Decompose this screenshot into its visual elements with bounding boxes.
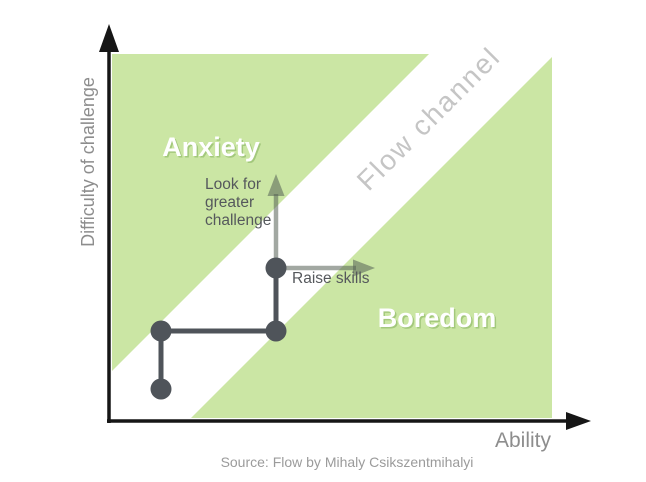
source-credit: Source: Flow by Mihaly Csikszentmihalyi bbox=[221, 454, 474, 470]
raise-skills-arrowhead-icon bbox=[353, 259, 375, 277]
path-node-3 bbox=[265, 320, 287, 342]
annotation-line-3: challenge bbox=[205, 212, 271, 229]
progress-step-path bbox=[158, 268, 279, 389]
annotation-line-2: greater bbox=[205, 194, 254, 211]
anxiety-region bbox=[112, 54, 429, 371]
x-axis-arrowhead-icon bbox=[566, 412, 591, 430]
x-axis-label: Ability bbox=[495, 429, 552, 452]
path-node-current bbox=[265, 257, 287, 279]
boredom-label-shadow: Boredom bbox=[379, 305, 498, 335]
annotation-line-1: Look for bbox=[205, 176, 261, 193]
guidance-arrows bbox=[267, 174, 375, 277]
path-node-2 bbox=[150, 320, 172, 342]
anxiety-label-shadow: Anxiety bbox=[164, 134, 262, 164]
raise-skills-annotation: Raise skills bbox=[292, 270, 370, 287]
y-axis-arrowhead-icon bbox=[99, 24, 119, 52]
y-axis-label: Difficulty of challenge bbox=[78, 77, 98, 247]
boredom-label: Boredom bbox=[378, 303, 497, 333]
look-for-greater-challenge-annotation: Look for greater challenge bbox=[205, 176, 271, 229]
path-node-start bbox=[150, 378, 172, 400]
greater-challenge-arrowhead-icon bbox=[267, 174, 285, 196]
anxiety-label: Anxiety bbox=[162, 132, 260, 162]
